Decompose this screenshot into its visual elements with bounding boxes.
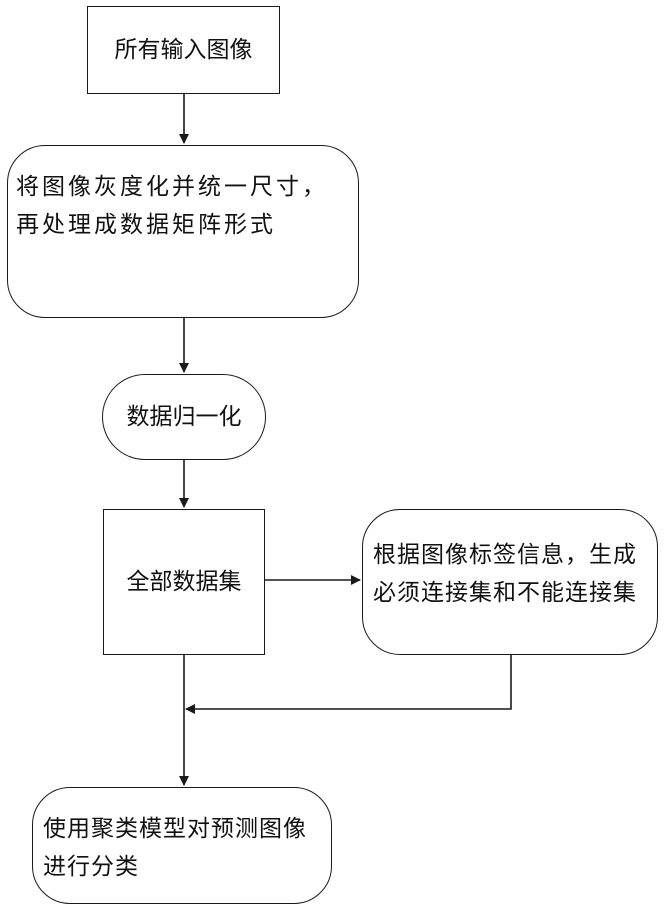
classify-box: 使用聚类模型对预测图像进行分类	[32, 787, 332, 904]
arrow-constraints-to-merge	[186, 655, 511, 709]
normalize-label: 数据归一化	[127, 398, 242, 436]
full-dataset-label: 全部数据集	[127, 563, 242, 601]
full-dataset-box: 全部数据集	[103, 509, 265, 655]
grayscale-resize-box: 将图像灰度化并统一尺寸，再处理成数据矩阵形式	[7, 145, 359, 318]
grayscale-resize-label: 将图像灰度化并统一尺寸，再处理成数据矩阵形式	[16, 168, 352, 244]
constraint-sets-box: 根据图像标签信息，生成必须连接集和不能连接集	[362, 509, 658, 655]
input-images-label: 所有输入图像	[115, 31, 253, 69]
constraint-sets-label: 根据图像标签信息，生成必须连接集和不能连接集	[373, 536, 649, 612]
classify-label: 使用聚类模型对预测图像进行分类	[43, 810, 323, 886]
input-images-box: 所有输入图像	[87, 6, 280, 94]
normalize-box: 数据归一化	[102, 374, 266, 460]
